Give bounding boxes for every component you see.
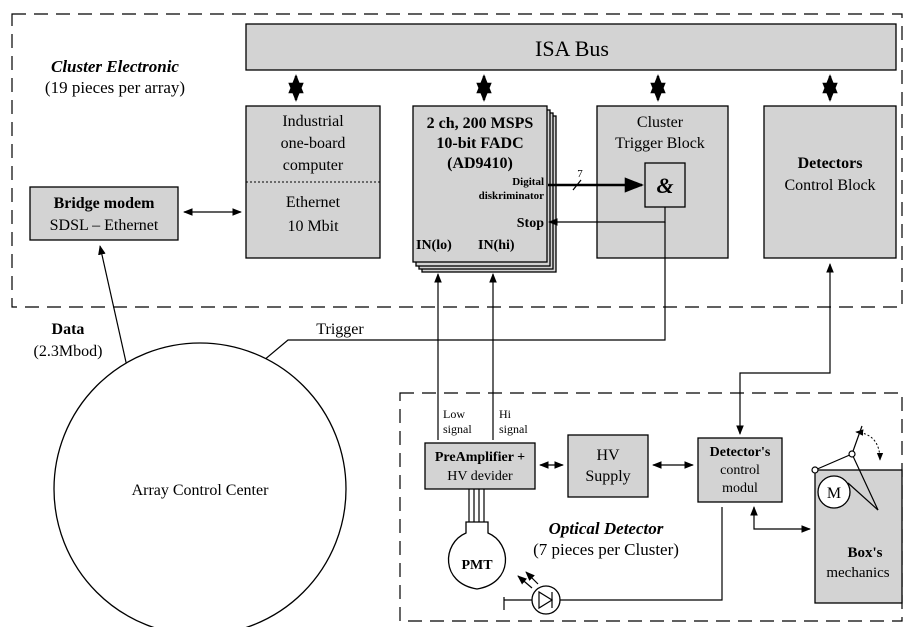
- ethernet-label: Ethernet: [286, 194, 341, 211]
- bus-count: 7: [577, 168, 583, 180]
- led-control-wire: [560, 507, 723, 601]
- led-ray-2: [525, 571, 539, 585]
- cluster-trigger-line-1: Cluster: [637, 114, 684, 131]
- cluster-trigger-line-2: Trigger Block: [615, 135, 705, 152]
- computer-line-2: one-board: [281, 135, 346, 152]
- detector-control-line-1: Detector's: [710, 445, 771, 460]
- cluster-electronic-region: [11, 13, 903, 308]
- rotation-arc: [855, 429, 884, 461]
- detectors-control-box: [763, 105, 897, 259]
- isa-bus-label: ISA Bus: [535, 36, 609, 61]
- optical-region-title: Optical Detector: [549, 519, 664, 538]
- box-mechanics-line-2: mechanics: [826, 565, 889, 581]
- hv-supply-line-1: HV: [596, 447, 620, 464]
- bridge-modem-line-2: SDSL – Ethernet: [50, 217, 159, 234]
- data-link: [98, 245, 132, 381]
- hv-supply-box: [567, 434, 649, 498]
- low-signal-line-2: signal: [443, 422, 472, 436]
- cluster-region-subtitle: (19 pieces per array): [45, 78, 185, 97]
- fadc-line-1: 2 ch, 200 MSPS: [427, 115, 534, 132]
- preamp-box: [424, 442, 536, 490]
- low-signal-line-1: Low: [443, 407, 465, 421]
- hi-signal-line-1: Hi: [499, 407, 512, 421]
- array-control-center: [53, 342, 347, 627]
- in-lo-label: IN(lo): [416, 238, 452, 253]
- detectors-control-line-1: Detectors: [798, 155, 863, 172]
- detectors-control-line-2: Control Block: [784, 177, 875, 194]
- optical-region-subtitle: (7 pieces per Cluster): [533, 540, 679, 559]
- led-diode: [538, 590, 554, 610]
- mechanics-lever: [851, 425, 863, 455]
- pmt-label: PMT: [461, 558, 493, 573]
- hi-signal-line-2: signal: [499, 422, 528, 436]
- hv-supply-line-2: Supply: [585, 468, 630, 485]
- detector-control-line-2: control: [720, 463, 760, 478]
- stop-label: Stop: [517, 216, 544, 231]
- isa-bus: [245, 23, 897, 71]
- data-rate-label: (2.3Mbod): [34, 343, 103, 360]
- diskriminator-label: diskriminator: [479, 190, 545, 202]
- preamp-line-1: PreAmplifier +: [435, 450, 525, 465]
- led-icon: [531, 585, 561, 615]
- fadc-line-2: 10-bit FADC: [436, 135, 523, 152]
- modul-mechanics-link: [750, 506, 811, 533]
- detector-control-line-3: modul: [722, 481, 758, 496]
- in-hi-label: IN(hi): [478, 238, 515, 253]
- detector-control-modul-box: [697, 437, 783, 503]
- led-ray-1: [517, 575, 533, 589]
- computer-line-1: Industrial: [282, 113, 344, 130]
- ethernet-speed: 10 Mbit: [287, 218, 339, 235]
- motor-shaft: [847, 482, 879, 511]
- computer-line-3: computer: [283, 157, 344, 174]
- and-gate-symbol: &: [656, 173, 673, 198]
- fadc-line-3: (AD9410): [447, 155, 513, 172]
- fadc-card: [412, 105, 548, 263]
- cluster-region-title: Cluster Electronic: [51, 57, 179, 76]
- box-mechanics-line-1: Box's: [847, 545, 882, 561]
- bus-slash: [572, 179, 582, 191]
- motor-icon: [817, 475, 851, 509]
- bridge-modem-line-1: Bridge modem: [54, 195, 156, 212]
- trigger-label: Trigger: [316, 321, 364, 338]
- bridge-modem-box: [29, 186, 179, 241]
- array-control-center-label: Array Control Center: [132, 482, 270, 499]
- control-link: [736, 263, 834, 435]
- pmt-bulb: [447, 521, 507, 590]
- motor-label: M: [827, 485, 841, 502]
- pivot-2: [848, 450, 856, 458]
- digital-label: Digital: [512, 176, 544, 188]
- pivot-1: [811, 466, 819, 474]
- preamp-line-2: HV devider: [447, 469, 513, 484]
- data-label: Data: [52, 321, 85, 338]
